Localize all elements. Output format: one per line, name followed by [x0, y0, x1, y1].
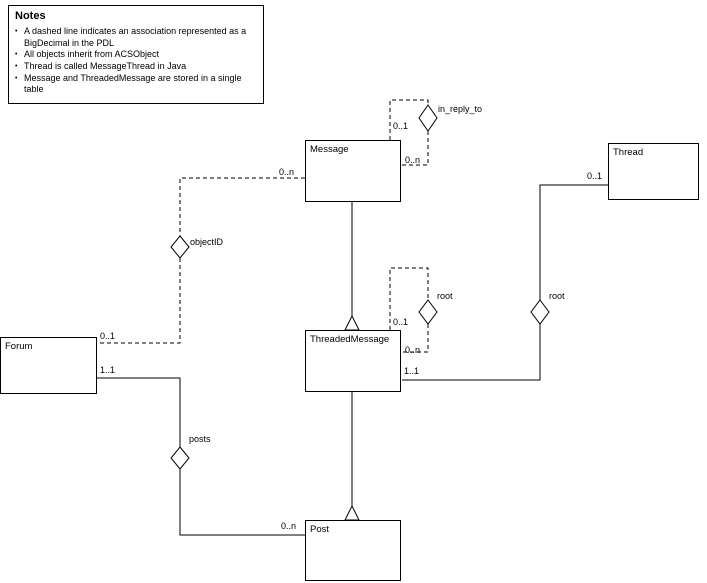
assoc-label-objectid: objectID: [190, 237, 224, 247]
class-name-message: Message: [310, 144, 349, 155]
root-self-diamond: [418, 299, 438, 325]
thread-root-diamond: [530, 299, 550, 325]
notes-box: Notes A dashed line indicates an associa…: [8, 5, 264, 104]
class-box-threadedmessage[interactable]: ThreadedMessage: [305, 330, 401, 392]
class-box-forum[interactable]: Forum: [0, 337, 97, 394]
in-reply-to-diamond: [418, 104, 438, 132]
message-threadedmessage-generalization: [344, 202, 360, 331]
class-name-thread: Thread: [613, 147, 644, 158]
note-text: Thread is called MessageThread in Java: [24, 61, 187, 72]
in-reply-to-association-line: [389, 99, 438, 166]
multiplicity-objectid-forum: 0..1: [100, 331, 116, 341]
assoc-label-thread-root: root: [549, 291, 565, 301]
object-id-diamond: [170, 235, 190, 259]
note-text: A dashed line indicates an association r…: [24, 26, 247, 48]
multiplicity-in-reply-to-target: 0..n: [405, 155, 421, 165]
assoc-label-in-reply-to: in_reply_to: [438, 104, 483, 114]
thread-root-association-line: [402, 184, 608, 381]
generalization-triangle: [344, 504, 360, 521]
bullet-icon: [15, 61, 24, 73]
class-name-post: Post: [310, 524, 330, 535]
assoc-label-posts: posts: [189, 434, 211, 444]
class-box-post[interactable]: Post: [305, 520, 401, 581]
class-box-thread[interactable]: Thread: [608, 143, 699, 200]
class-box-message[interactable]: Message: [305, 140, 401, 202]
class-name-threadedmessage: ThreadedMessage: [310, 334, 390, 345]
multiplicity-thread-root-thread: 0..1: [587, 171, 603, 181]
note-item: Message and ThreadedMessage are stored i…: [15, 73, 257, 96]
note-item: All objects inherit from ACSObject: [15, 49, 257, 61]
multiplicity-root-self-target: 0..n: [405, 345, 421, 355]
note-item: A dashed line indicates an association r…: [15, 26, 257, 49]
object-id-association-line: [97, 177, 305, 344]
posts-diamond: [170, 446, 190, 470]
multiplicity-root-self-source: 0..1: [393, 317, 409, 327]
multiplicity-in-reply-to-source: 0..1: [393, 121, 409, 131]
generalization-triangle: [344, 314, 360, 331]
assoc-label-root-self: root: [437, 291, 453, 301]
posts-association-line: [97, 377, 305, 536]
root-self-association-line: [389, 267, 438, 353]
note-text: All objects inherit from ACSObject: [24, 49, 160, 60]
bullet-icon: [15, 26, 24, 49]
threadedmessage-post-generalization: [344, 392, 360, 521]
multiplicity-posts-post: 0..n: [281, 521, 297, 531]
multiplicity-objectid-message: 0..n: [279, 167, 295, 177]
note-text: Message and ThreadedMessage are stored i…: [24, 72, 242, 95]
bullet-icon: [15, 73, 24, 96]
class-name-forum: Forum: [5, 341, 33, 352]
multiplicity-posts-forum: 1..1: [100, 365, 116, 375]
bullet-icon: [15, 49, 24, 61]
notes-title: Notes: [15, 10, 46, 22]
note-item: Thread is called MessageThread in Java: [15, 61, 257, 73]
multiplicity-thread-root-threadedmessage: 1..1: [404, 366, 420, 376]
